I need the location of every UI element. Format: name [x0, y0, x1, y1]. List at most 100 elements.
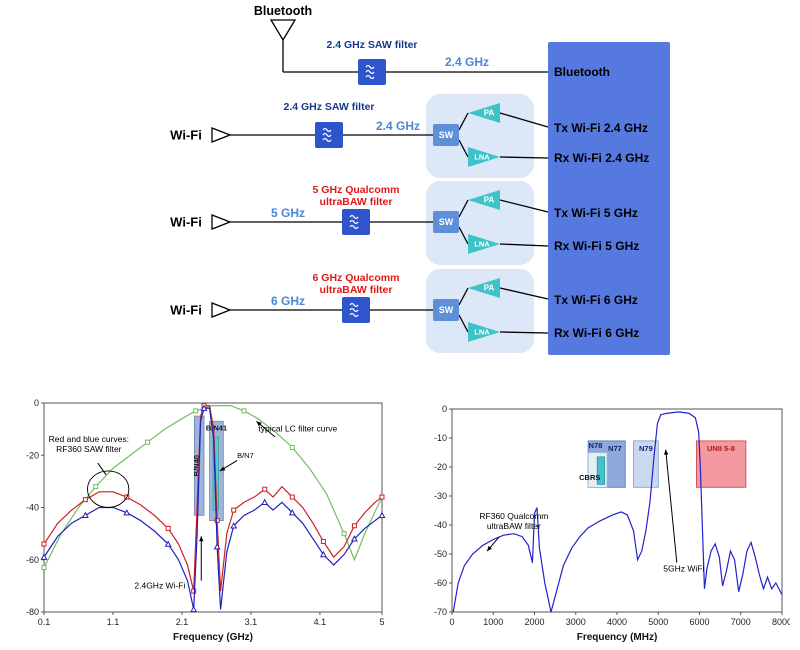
series-marker	[214, 518, 220, 524]
y-tick-label: -60	[434, 578, 447, 588]
chart-annotation: Red and blue curves:RF360 SAW filter	[49, 434, 129, 454]
chart-annotation: 2.4GHz Wi-Fi	[134, 580, 185, 590]
sw-label: SW	[438, 305, 454, 315]
lna-label: LNA	[474, 239, 490, 249]
block-diagram-canvas	[211, 19, 549, 353]
chart-annotation: B/N7	[237, 451, 254, 460]
series-marker	[93, 484, 99, 490]
port-bluetooth: Bluetooth	[554, 65, 610, 79]
bluetooth-antenna-label: Bluetooth	[253, 4, 313, 18]
wifi-source-label: Wi-Fi	[170, 302, 202, 318]
series-marker	[341, 531, 347, 537]
series-marker	[319, 550, 327, 558]
bt-freq-label: 2.4 GHz	[444, 55, 490, 69]
band-rect	[633, 440, 659, 488]
port-tx-wifi-5: Tx Wi-Fi 5 GHz	[554, 206, 638, 220]
series-line	[452, 411, 783, 613]
series-line	[43, 405, 383, 568]
series-marker	[288, 509, 296, 516]
y-tick-label: -10	[434, 433, 447, 443]
series-marker	[261, 498, 269, 505]
saw-filter-icon	[358, 59, 386, 85]
y-tick-label: 0	[34, 398, 39, 408]
sw-label: SW	[438, 217, 454, 227]
pa-label: PA	[483, 108, 495, 118]
band-label: N78	[589, 441, 603, 450]
series-marker	[41, 565, 47, 571]
y-tick-label: -20	[434, 462, 447, 472]
series-marker	[231, 507, 237, 513]
band-rect	[596, 456, 606, 485]
lna-amp-icon	[468, 147, 500, 167]
lna-label: LNA	[474, 327, 490, 337]
freq-label: 6 GHz	[270, 294, 306, 308]
x-tick-label: 3000	[566, 617, 586, 627]
x-tick-label: 5000	[648, 617, 668, 627]
arrow-head	[487, 545, 492, 552]
band-label: N79	[639, 444, 653, 453]
x-tick-label: 0.1	[38, 617, 51, 627]
x-axis-label: Frequency (MHz)	[577, 632, 658, 643]
bt-filter-label: 2.4 GHz SAW filter	[326, 39, 418, 51]
series-marker	[378, 511, 386, 519]
lna-label: LNA	[474, 152, 490, 162]
chart-annotation: typical LC filter curve	[258, 424, 337, 434]
series-marker	[144, 439, 150, 445]
y-tick-label: -40	[434, 520, 447, 530]
y-tick-label: -70	[434, 607, 447, 617]
freq-label: 2.4 GHz	[375, 119, 421, 133]
series-marker	[164, 540, 172, 547]
y-tick-label: -40	[26, 503, 39, 513]
band-label: B/N41	[206, 423, 227, 432]
y-tick-label: -20	[26, 450, 39, 460]
x-axis-label: Frequency (GHz)	[173, 632, 253, 643]
series-marker	[81, 511, 89, 519]
highlight-ellipse	[87, 470, 130, 508]
y-tick-label: -80	[26, 607, 39, 617]
series-marker	[241, 408, 247, 414]
connectivity-soc-block: Bluetooth Tx Wi-Fi 2.4 GHz Rx Wi-Fi 2.4 …	[548, 42, 670, 355]
series-marker	[41, 541, 47, 547]
sw-switch-icon	[433, 211, 459, 233]
band-label: CBRS	[579, 473, 600, 482]
wifi-source-label: Wi-Fi	[170, 127, 202, 143]
filter-label-line1: 5 GHz Qualcomm	[312, 184, 400, 196]
band-label: B/N40	[192, 455, 201, 476]
arrow-head	[199, 536, 204, 542]
series-marker	[123, 509, 131, 516]
series-marker	[289, 494, 295, 500]
sw-label: SW	[438, 130, 454, 140]
x-tick-label: 2000	[524, 617, 544, 627]
band-rect	[696, 440, 747, 488]
series-marker	[379, 494, 385, 500]
x-tick-label: 0	[449, 617, 454, 627]
annotation-arrow	[97, 462, 107, 476]
x-tick-label: 5	[379, 617, 384, 627]
filter-label-line2: ultraBAW filter	[319, 284, 393, 296]
port-rx-wifi-24: Rx Wi-Fi 2.4 GHz	[554, 151, 650, 165]
x-tick-label: 4.1	[314, 617, 327, 627]
filter-label-line1: 6 GHz Qualcomm	[312, 272, 400, 284]
ultrabaw-filter-icon	[342, 209, 370, 235]
series-marker	[230, 522, 238, 529]
series-marker	[320, 538, 326, 544]
ultrabaw-filter-icon	[342, 297, 370, 323]
y-tick-label: -60	[26, 555, 39, 565]
series-marker	[40, 553, 48, 560]
series-marker	[350, 535, 358, 542]
x-tick-label: 7000	[731, 617, 751, 627]
chart-annotation: 5GHz WiFi	[663, 563, 704, 573]
wifi-antenna-icon	[211, 302, 232, 318]
lna-amp-icon	[468, 322, 500, 342]
wires	[211, 19, 549, 334]
x-tick-label: 2.1	[176, 617, 189, 627]
wifi-source-label: Wi-Fi	[170, 214, 202, 230]
port-tx-wifi-24: Tx Wi-Fi 2.4 GHz	[554, 121, 648, 135]
y-tick-label: -50	[434, 549, 447, 559]
wifi-antenna-icon	[211, 127, 232, 143]
arrow-head	[256, 421, 262, 427]
